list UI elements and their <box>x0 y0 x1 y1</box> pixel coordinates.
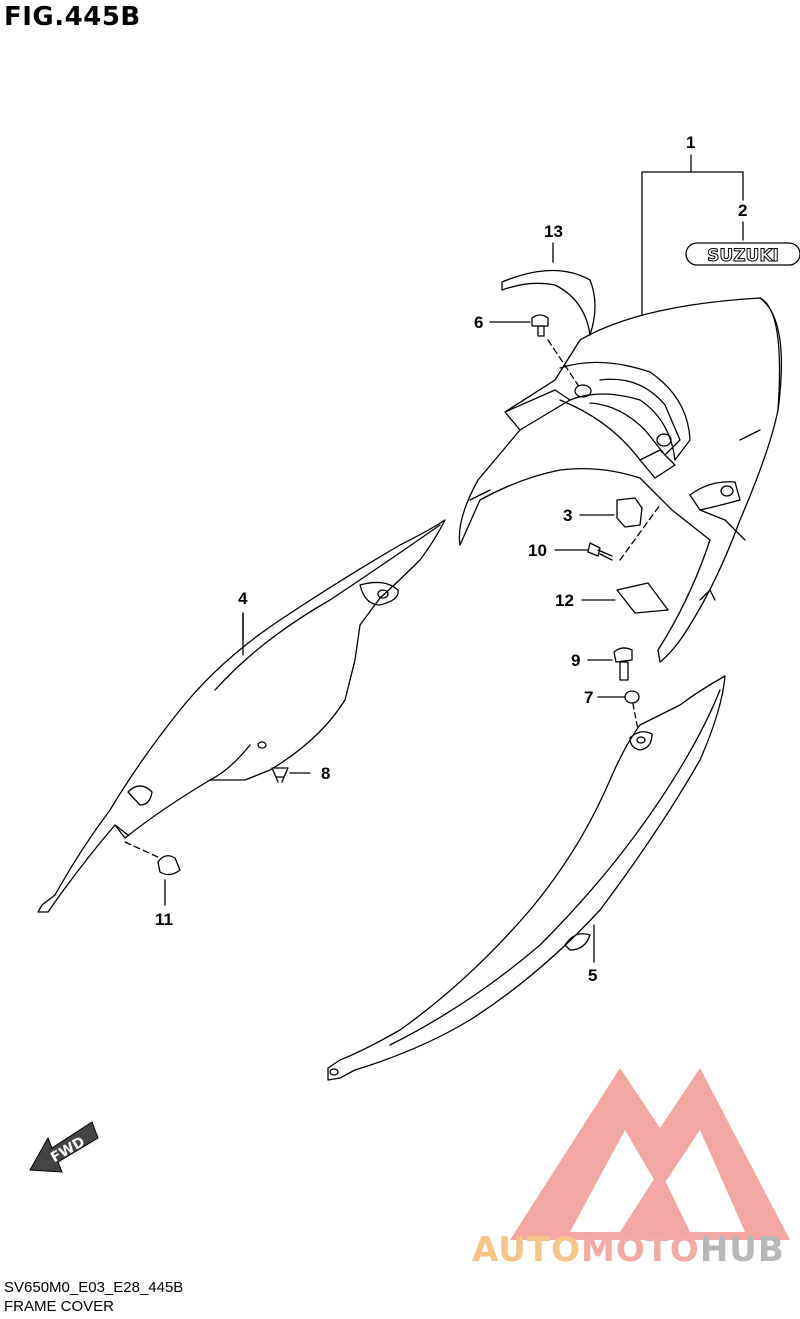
part-5-right-frame-cover <box>327 675 726 1081</box>
emblem-text: SUZUKI <box>707 246 779 266</box>
part-11-cap <box>157 855 181 906</box>
callout-3: 3 <box>563 506 573 525</box>
part-10-screw <box>554 504 661 561</box>
part-9-bolt <box>587 647 633 681</box>
part-2-emblem: SUZUKI <box>685 242 800 267</box>
fwd-direction-badge: FWD <box>29 1121 99 1173</box>
callout-6: 6 <box>474 313 484 332</box>
part-1-tail-cowl <box>458 297 783 663</box>
callout-9: 9 <box>571 651 581 670</box>
watermark-text: AUTOMOTOHUB <box>472 1230 785 1270</box>
callout-bracket-1-2 <box>641 154 744 316</box>
watermark-part-auto: AUTO <box>472 1230 581 1270</box>
figure-title: FIG.445B <box>4 2 141 32</box>
callout-7: 7 <box>584 688 594 707</box>
callout-5: 5 <box>588 966 598 985</box>
watermark-part-hub: HUB <box>699 1230 785 1270</box>
part-6-screw <box>489 314 579 386</box>
part-7-nut <box>597 690 640 731</box>
watermark-part-moto: MOTO <box>580 1230 700 1270</box>
callout-13: 13 <box>544 222 563 241</box>
part-3-cushion <box>579 497 643 528</box>
callout-2: 2 <box>738 201 748 220</box>
part-13-pad <box>501 269 596 336</box>
watermark-logo-icon <box>510 1068 790 1240</box>
callout-12: 12 <box>555 591 574 610</box>
callout-4: 4 <box>238 589 248 608</box>
figure-caption: FRAME COVER <box>4 1298 115 1315</box>
callout-10: 10 <box>528 541 547 560</box>
callout-1: 1 <box>686 133 696 152</box>
part-12-pad <box>581 582 669 614</box>
callout-11: 11 <box>155 910 173 929</box>
callout-8: 8 <box>321 764 331 783</box>
part-8-clip <box>271 767 311 783</box>
part-4-left-frame-cover <box>37 519 446 913</box>
figure-code: SV650M0_E03_E28_445B <box>4 1279 184 1296</box>
